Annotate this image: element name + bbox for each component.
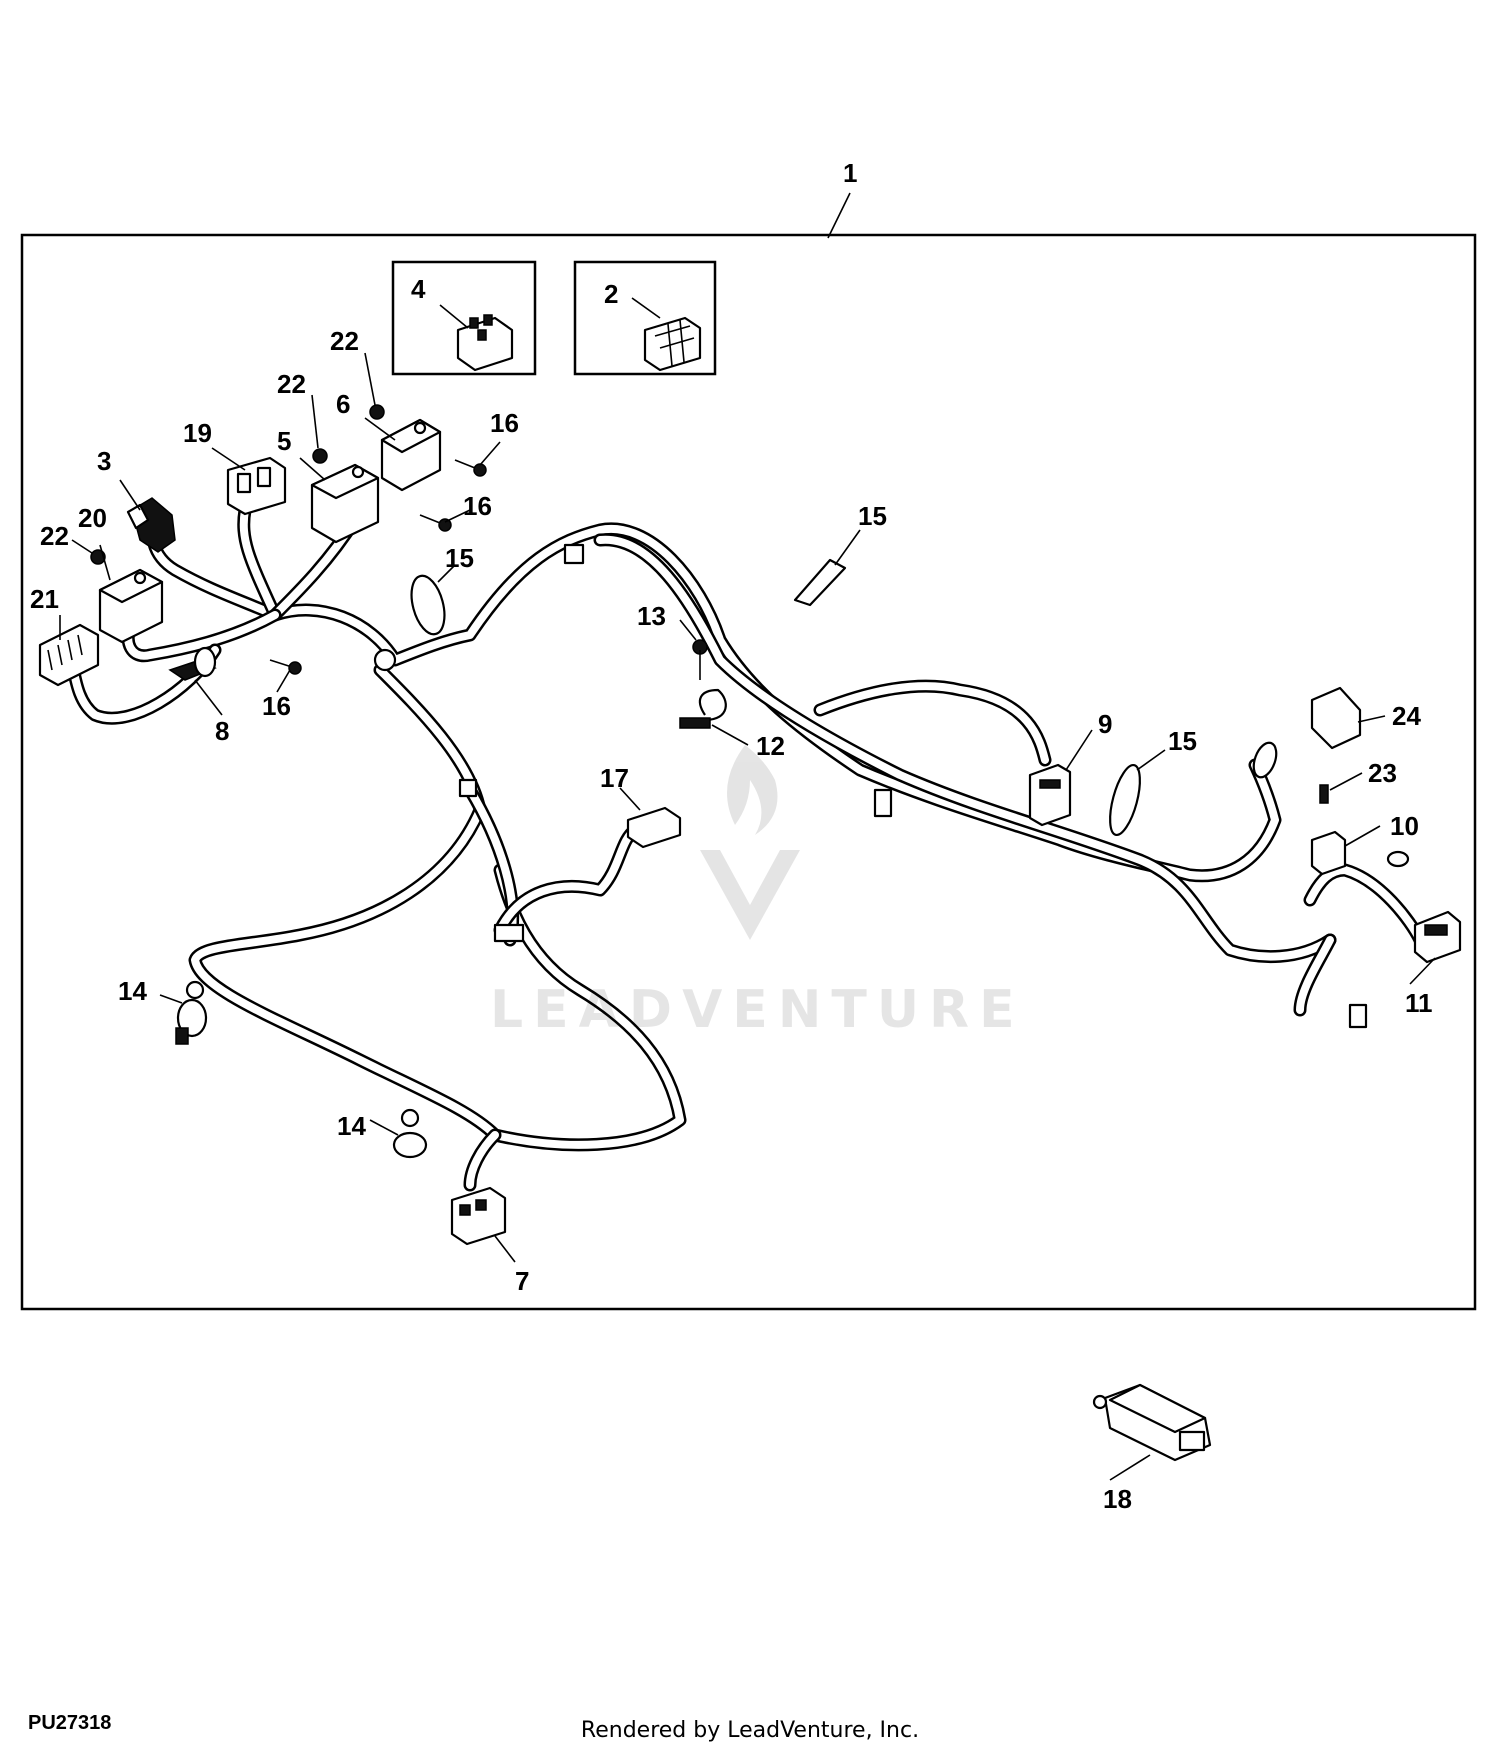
watermark-text: LEADVENTURE [490, 980, 1025, 1040]
callout-21: 21 [30, 584, 59, 614]
cover-part-24 [1310, 686, 1362, 750]
callout-12: 12 [756, 731, 785, 761]
callout-13: 13 [637, 601, 666, 631]
callout-22b: 22 [277, 369, 306, 399]
callout-7: 7 [515, 1266, 529, 1296]
connector-part-2 [643, 316, 702, 372]
callout-3: 3 [97, 446, 111, 476]
callout-24: 24 [1392, 701, 1421, 731]
ring-terminal-top [1252, 741, 1278, 779]
callout-16a: 16 [490, 408, 519, 438]
fuse-holder-part-10 [1310, 830, 1347, 876]
nut-part-22a [369, 404, 385, 420]
callout-17: 17 [600, 763, 629, 793]
callout-1: 1 [843, 158, 857, 188]
harness-frame [20, 233, 1477, 1311]
nut-part-22b [312, 448, 328, 464]
callout-18: 18 [1103, 1484, 1132, 1514]
relay-part-5 [310, 463, 380, 544]
clamp-part-12 [679, 688, 727, 729]
inset-box-part-2 [573, 260, 717, 376]
callout-10: 10 [1390, 811, 1419, 841]
clip-part-14a [175, 980, 208, 1045]
callout-14a: 14 [118, 976, 147, 1006]
connector-part-11 [1413, 910, 1462, 964]
leader-lines [59, 192, 1436, 1481]
callout-6: 6 [336, 389, 350, 419]
fuse-block-part-21 [38, 623, 100, 687]
callout-16b: 16 [463, 491, 492, 521]
watermark-logo [700, 745, 800, 940]
connector-part-9 [1028, 763, 1072, 827]
connector-part-18 [1092, 1383, 1212, 1462]
harness-wires [63, 503, 1427, 1192]
callout-15c: 15 [1168, 726, 1197, 756]
bracket-part-8 [168, 646, 217, 681]
connector-part-19 [226, 456, 287, 516]
nut-part-22c [90, 549, 106, 565]
connector-part-7 [450, 1186, 507, 1246]
harness-clips [373, 543, 1368, 1029]
figure-id-label: PU27318 [28, 1712, 112, 1734]
clip-part-14b [392, 1108, 428, 1159]
screw-part-13 [692, 639, 708, 680]
ring-terminal [1386, 850, 1410, 868]
screw-part-16b [419, 514, 452, 532]
screw-part-16c [269, 659, 302, 675]
inset-box-part-4 [391, 260, 537, 376]
tie-strap-part-15a [410, 574, 446, 636]
tie-strap-part-15c [1109, 763, 1141, 837]
relay-part-6 [380, 418, 442, 492]
callout-4: 4 [411, 274, 426, 304]
callout-16c: 16 [262, 691, 291, 721]
connector-part-17 [626, 806, 682, 849]
callout-22a: 22 [330, 326, 359, 356]
footer-credit: Rendered by LeadVenture, Inc. [580, 1718, 920, 1743]
callout-11: 11 [1405, 988, 1433, 1018]
callout-14b: 14 [337, 1111, 366, 1141]
tie-strap-part-15b [793, 558, 847, 607]
callout-19: 19 [183, 418, 212, 448]
callout-2: 2 [604, 279, 618, 309]
callout-20: 20 [78, 503, 107, 533]
callout-5: 5 [277, 426, 291, 456]
callout-9: 9 [1098, 709, 1112, 739]
callout-23: 23 [1368, 758, 1397, 788]
connector-part-4 [456, 314, 514, 372]
callout-labels: 1 4 2 22 22 22 6 16 16 16 19 5 3 20 21 1… [30, 158, 1433, 1514]
callout-8: 8 [215, 716, 229, 746]
switch-connector-part-3 [126, 497, 176, 553]
relay-part-20 [98, 568, 164, 644]
callout-15b: 15 [858, 501, 887, 531]
fuse-part-23 [1319, 784, 1329, 804]
callout-22c: 22 [40, 521, 69, 551]
callout-15a: 15 [445, 543, 474, 573]
